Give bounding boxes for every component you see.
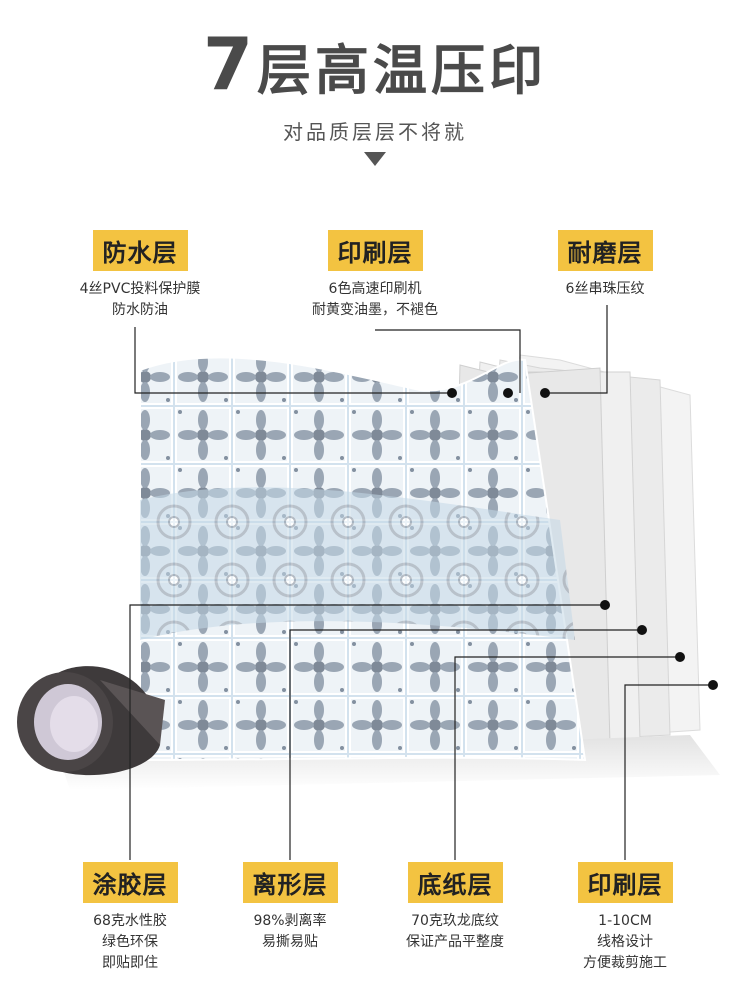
layer-print-top: 印刷层 6色高速印刷机 耐黄变油墨，不褪色 (285, 230, 465, 321)
layer-desc-line: 1-10CM (598, 913, 652, 929)
layer-label: 离形层 (242, 862, 338, 903)
layer-label: 印刷层 (577, 862, 673, 903)
layer-desc-line: 即贴即住 (102, 955, 158, 971)
layer-desc-line: 绿色环保 (102, 934, 158, 950)
layer-backing-paper: 底纸层 70克玖龙底纹 保证产品平整度 (375, 862, 535, 953)
layer-label: 印刷层 (327, 230, 423, 271)
layer-label: 底纸层 (407, 862, 503, 903)
layer-desc: 68克水性胶 绿色环保 即贴即住 (55, 911, 205, 974)
layer-desc-line: 耐黄变油墨，不褪色 (312, 302, 438, 318)
title-number: 7 (202, 22, 258, 106)
down-arrow-icon (364, 152, 386, 166)
layer-desc-line: 70克玖龙底纹 (411, 913, 499, 929)
layer-label: 涂胶层 (82, 862, 178, 903)
layer-desc-line: 防水防油 (112, 302, 168, 318)
layer-desc-line: 保证产品平整度 (406, 934, 504, 950)
layer-label: 防水层 (92, 230, 188, 271)
layer-print-bottom: 印刷层 1-10CM 线格设计 方便裁剪施工 (550, 862, 700, 974)
hero-subtitle: 对品质层层不将就 (283, 120, 467, 144)
layer-desc: 98%剥离率 易撕易贴 (215, 911, 365, 953)
layer-desc-line: 4丝PVC投料保护膜 (79, 281, 201, 297)
layer-desc: 70克玖龙底纹 保证产品平整度 (375, 911, 535, 953)
layer-desc-line: 68克水性胶 (93, 913, 167, 929)
layer-desc-line: 6丝串珠压纹 (565, 281, 645, 297)
layer-desc-line: 易撕易贴 (262, 934, 318, 950)
layer-desc-line: 方便裁剪施工 (583, 955, 667, 971)
layer-desc: 1-10CM 线格设计 方便裁剪施工 (550, 911, 700, 974)
layer-desc-line: 98%剥离率 (253, 913, 327, 929)
title-text: 层高温压印 (257, 39, 548, 102)
layer-label: 耐磨层 (557, 230, 653, 271)
layer-desc-line: 6色高速印刷机 (328, 281, 422, 297)
layer-desc: 4丝PVC投料保护膜 防水防油 (55, 279, 225, 321)
layer-wear-resistant: 耐磨层 6丝串珠压纹 (520, 230, 690, 300)
layer-desc-line: 线格设计 (597, 934, 653, 950)
layer-desc: 6色高速印刷机 耐黄变油墨，不褪色 (285, 279, 465, 321)
layer-adhesive: 涂胶层 68克水性胶 绿色环保 即贴即住 (55, 862, 205, 974)
layer-desc: 6丝串珠压纹 (520, 279, 690, 300)
layer-waterproof: 防水层 4丝PVC投料保护膜 防水防油 (55, 230, 225, 321)
layer-release: 离形层 98%剥离率 易撕易贴 (215, 862, 365, 953)
hero-title: 7层高温压印 (0, 22, 750, 106)
